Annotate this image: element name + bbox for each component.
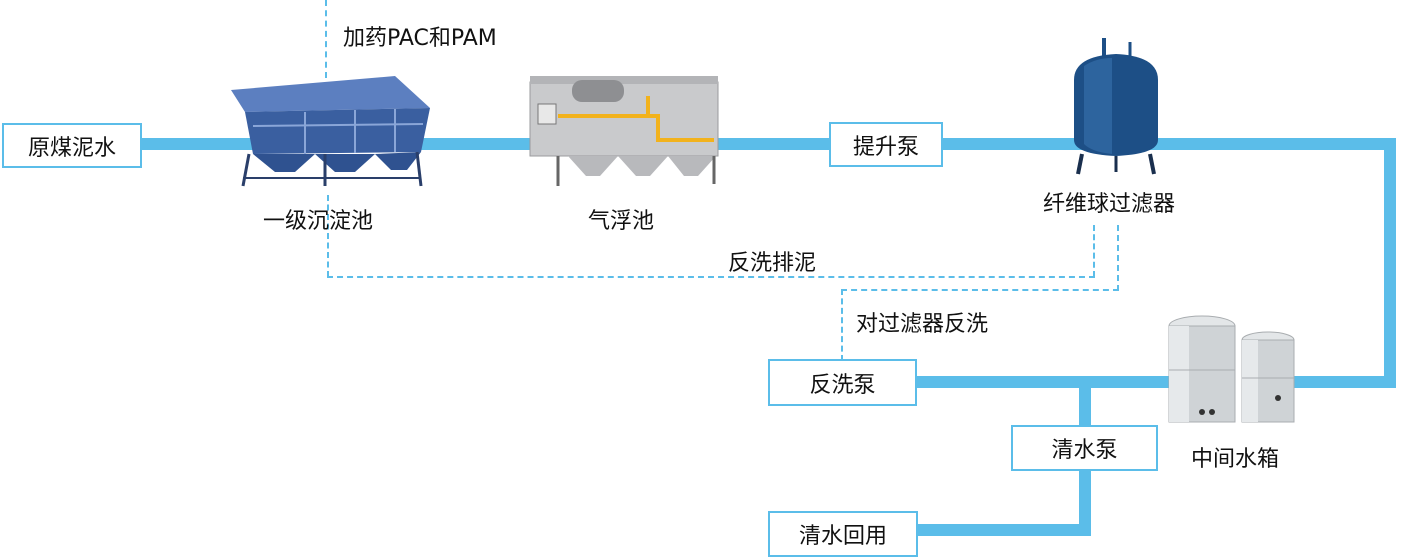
clean-pump-box: 清水泵 (1011, 425, 1158, 471)
dash-filter-backwash-line (841, 289, 1119, 291)
lift-pump-box: 提升泵 (829, 122, 943, 167)
intermediate-tank-label: 中间水箱 (1191, 447, 1280, 472)
dosing-label: 加药PAC和PAM (343, 26, 497, 51)
dash-settler-sludge-drop (327, 195, 329, 277)
steel-water-tanks-icon (1168, 315, 1295, 423)
primary-settling-label: 一级沉淀池 (263, 209, 374, 234)
backwash-sludge-label: 反洗排泥 (728, 251, 817, 276)
pipe-right-riser (1384, 138, 1396, 388)
backwash-pump-box: 反洗泵 (768, 359, 917, 406)
dash-filter-outlet-2 (1117, 225, 1119, 291)
dash-dosing-line (325, 0, 327, 78)
air-flotation-label: 气浮池 (588, 209, 655, 234)
dash-backwash-pump-drop (841, 289, 843, 361)
dash-backwash-sludge-line (327, 276, 1095, 278)
raw-water-box: 原煤泥水 (2, 123, 142, 168)
reuse-box: 清水回用 (768, 511, 918, 557)
fiber-filter-label: 纤维球过滤器 (1043, 192, 1176, 217)
dash-filter-outlet-1 (1093, 225, 1095, 277)
pipe-tank-inlet (1290, 376, 1396, 388)
pipe-backwash-line (915, 376, 1175, 388)
pressure-filter-vessel-icon (1074, 38, 1158, 175)
air-flotation-tank-icon (529, 76, 719, 186)
filter-backwash-label: 对过滤器反洗 (856, 312, 989, 337)
pipe-reuse-line (918, 524, 1091, 536)
inclined-plate-settler-icon (231, 76, 430, 187)
